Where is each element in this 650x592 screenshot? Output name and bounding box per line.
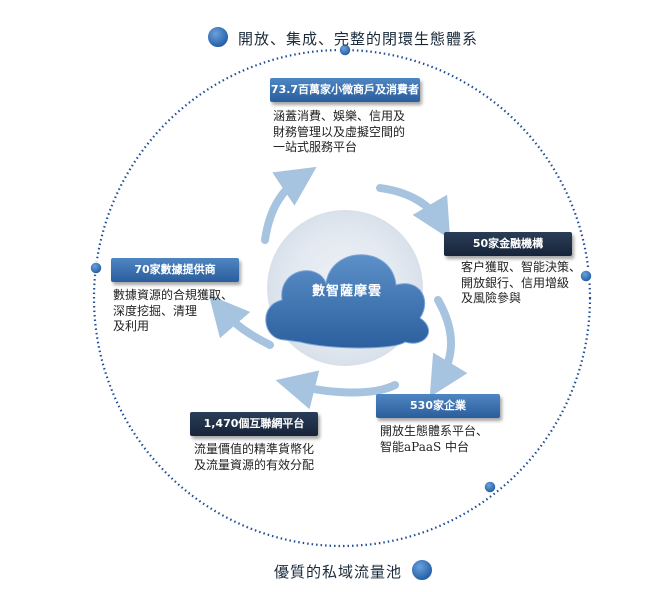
arrow-top-right	[376, 184, 451, 240]
ring-dot-bottom-right	[483, 480, 497, 494]
ring-dot-right	[579, 269, 593, 283]
arrow-right	[429, 296, 468, 398]
arrow-left	[208, 294, 274, 349]
node-label-merchants: 73.7百萬家小微商戶及消費者	[270, 78, 420, 102]
arrow-top	[261, 166, 317, 244]
node-desc-financial: 客户獲取、智能決策、 開放銀行、信用增級 及風險參與	[461, 260, 582, 305]
node-label-internet-platforms: 1,470個互聯網平台	[190, 412, 318, 436]
node-label-enterprises: 530家企業	[376, 394, 500, 418]
node-label-financial: 50家金融機構	[444, 232, 572, 256]
ring-dot-left	[89, 261, 103, 275]
arrow-bottom	[275, 370, 399, 410]
bottom-title: 優質的私域流量池	[274, 563, 403, 581]
top-title: 開放、集成、完整的閉環生態體系	[238, 30, 479, 48]
node-label-data-providers: 70家數據提供商	[111, 258, 239, 282]
node-desc-enterprises: 開放生態體系平台、 智能aPaaS 中台	[380, 424, 489, 454]
outer-ring	[92, 48, 592, 548]
cloud-shape	[265, 254, 430, 349]
ring-dot-top	[338, 43, 352, 57]
ring-dot-bottom	[410, 558, 434, 582]
ring-dot-top-left	[206, 25, 230, 49]
ring-dots	[89, 25, 593, 582]
node-desc-internet-platforms: 流量價值的精準貨幣化 及流量資源的有效分配	[194, 442, 315, 472]
node-desc-data-providers: 數據資源的合規獲取、 深度挖掘、清理 及利用	[113, 288, 234, 333]
center-cloud-label: 數智薩摩雲	[311, 284, 382, 299]
swirl-arrows	[208, 166, 468, 410]
node-desc-merchants: 涵蓋消費、娛樂、信用及 財務管理以及虛擬空間的 一站式服務平台	[273, 109, 406, 154]
